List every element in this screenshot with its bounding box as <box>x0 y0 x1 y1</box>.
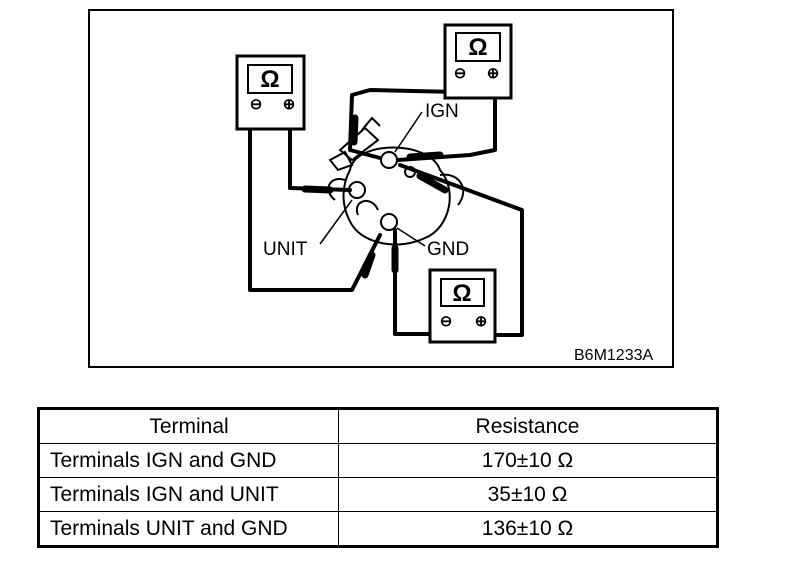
ohm-symbol: Ω <box>452 280 471 307</box>
label-gnd: GND <box>427 239 469 260</box>
cell-terminal: Terminals IGN and GND <box>38 443 339 478</box>
label-ign: IGN <box>425 101 459 122</box>
wiring-diagram: Ω ⊖ ⊕ Ω ⊖ ⊕ Ω ⊖ ⊕ IGN UNIT GND B6M1233A <box>88 9 674 368</box>
negative-terminal-icon: ⊖ <box>454 65 467 82</box>
table-header-row: Terminal Resistance <box>38 408 718 444</box>
ohmmeter-left: Ω ⊖ ⊕ <box>235 54 306 131</box>
table-row: Terminals IGN and UNIT 35±10 Ω <box>38 477 718 512</box>
negative-terminal-icon: ⊖ <box>250 96 263 113</box>
cell-resistance: 136±10 Ω <box>338 511 718 547</box>
negative-terminal-icon: ⊖ <box>440 313 453 330</box>
cell-terminal: Terminals IGN and UNIT <box>38 477 339 512</box>
header-terminal: Terminal <box>38 408 339 444</box>
header-resistance: Resistance <box>338 408 718 444</box>
ohm-symbol: Ω <box>468 34 487 61</box>
table-row: Terminals UNIT and GND 136±10 Ω <box>38 511 718 547</box>
cell-resistance: 35±10 Ω <box>338 477 718 512</box>
table-row: Terminals IGN and GND 170±10 Ω <box>38 443 718 478</box>
terminal-gnd <box>380 213 398 231</box>
diagram-frame <box>88 9 674 368</box>
cell-terminal: Terminals UNIT and GND <box>38 511 339 547</box>
positive-terminal-icon: ⊕ <box>283 96 296 113</box>
label-unit: UNIT <box>263 239 308 260</box>
resistance-table: Terminal Resistance Terminals IGN and GN… <box>37 407 719 548</box>
label-leaders <box>319 111 426 247</box>
cell-resistance: 170±10 Ω <box>338 443 718 478</box>
ohmmeter-top: Ω ⊖ ⊕ <box>443 23 513 100</box>
ohm-symbol: Ω <box>260 66 279 93</box>
positive-terminal-icon: ⊕ <box>475 313 488 330</box>
probe-tips <box>301 114 449 279</box>
figure-code: B6M1233A <box>574 347 653 364</box>
ohmmeter-bottom: Ω ⊖ ⊕ <box>428 268 497 344</box>
terminal-ign <box>380 151 398 169</box>
positive-terminal-icon: ⊕ <box>487 65 500 82</box>
